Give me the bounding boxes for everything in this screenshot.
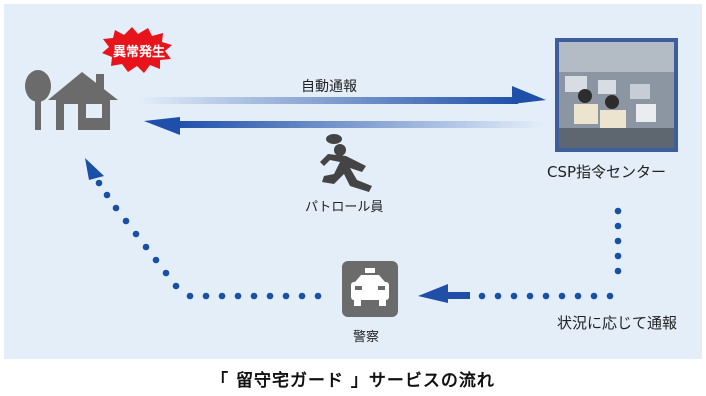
control-center-photo	[555, 38, 678, 152]
patrol-label: パトロール員	[305, 200, 384, 215]
auto-report-label: 自動通報	[301, 79, 357, 95]
auto-report-arrow	[138, 86, 546, 104]
dotted-route-center-to-police	[478, 207, 622, 300]
alert-badge-label: 異常発生	[113, 45, 166, 60]
diagram-caption: 「 留守宅ガード 」サービスの流れ	[211, 371, 495, 391]
center-label: CSP指令センター	[547, 163, 667, 181]
report-label: 状況に応じて通報	[557, 314, 678, 332]
patrol-runner-icon	[320, 134, 372, 192]
police-car-icon	[342, 261, 398, 317]
report-arrow	[418, 284, 470, 303]
dotted-route-police-to-house	[95, 179, 322, 300]
dispatch-arrow	[144, 117, 543, 135]
alert-burst-icon	[102, 27, 172, 73]
to-house-arrowhead	[85, 158, 104, 180]
police-label: 警察	[353, 330, 380, 345]
tree-icon	[25, 70, 51, 130]
house-icon	[48, 72, 118, 130]
